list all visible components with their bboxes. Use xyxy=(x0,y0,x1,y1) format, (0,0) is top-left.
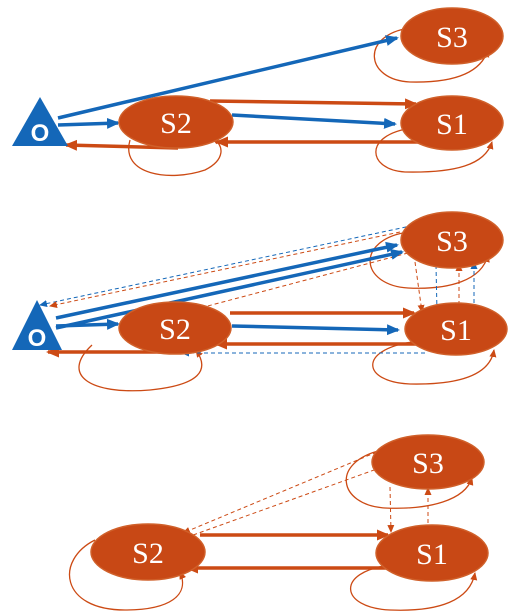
panel-top: O S3 S2 S1 xyxy=(12,7,504,176)
arrow-o-to-s3-b xyxy=(55,248,404,330)
dashed-s3-to-s2-b xyxy=(181,464,389,540)
arrow-o-to-s3 xyxy=(57,35,399,120)
arrow-o-to-s3-a xyxy=(55,241,399,320)
state-s3 xyxy=(400,7,504,65)
self-loop-s1 xyxy=(375,127,494,173)
state-s1 xyxy=(404,302,508,356)
origin-triangle xyxy=(12,97,68,146)
state-s3 xyxy=(400,211,504,269)
state-s3-label: S3 xyxy=(412,447,444,480)
state-s3-label: S3 xyxy=(436,21,468,54)
dashed-s3-to-s1-blue xyxy=(433,264,441,313)
origin-triangle xyxy=(12,300,62,350)
panel-bottom: S3 S2 S1 xyxy=(69,434,489,611)
state-s2-label: S2 xyxy=(160,107,192,140)
self-loop-s3 xyxy=(369,231,490,289)
dashed-s3-to-s2-a xyxy=(182,443,397,534)
dashed-s3-to-s1-a xyxy=(414,261,425,313)
state-s2 xyxy=(90,523,206,581)
dashed-s3-to-o-orange xyxy=(49,231,401,308)
origin-label: O xyxy=(31,120,50,147)
state-s2 xyxy=(118,95,234,149)
origin-label: O xyxy=(28,325,47,352)
state-s2 xyxy=(118,301,232,355)
state-s1-label: S1 xyxy=(416,538,448,571)
self-loop-s3 xyxy=(345,449,474,509)
dashed-s3-to-s1 xyxy=(387,486,395,533)
dashed-s3-to-s2 xyxy=(184,252,409,314)
state-s1 xyxy=(400,95,504,151)
arrow-s2-to-s1-blue xyxy=(231,324,400,336)
self-loop-s2 xyxy=(69,539,186,611)
self-loop-s2 xyxy=(128,137,222,176)
self-loop-s1 xyxy=(349,564,478,611)
dashed-s3-to-o-blue xyxy=(39,223,421,307)
state-s2-label: S2 xyxy=(132,537,164,570)
arrow-s2-to-s1-top xyxy=(209,98,418,110)
state-s1-label: S1 xyxy=(440,314,472,347)
panel-middle: O S3 S2 S1 xyxy=(12,211,508,392)
arrow-o-to-s2 xyxy=(55,318,120,330)
self-loop-s1 xyxy=(372,341,497,385)
state-s3-label: S3 xyxy=(436,225,468,258)
state-s1 xyxy=(375,524,489,582)
state-s2-label: S2 xyxy=(159,313,191,346)
state-s1-label: S1 xyxy=(436,108,468,141)
arrow-o-to-s2 xyxy=(57,117,120,129)
arrow-s2-to-s1-blue xyxy=(231,113,397,129)
self-loop-s2 xyxy=(78,344,203,392)
state-s3 xyxy=(371,434,485,490)
